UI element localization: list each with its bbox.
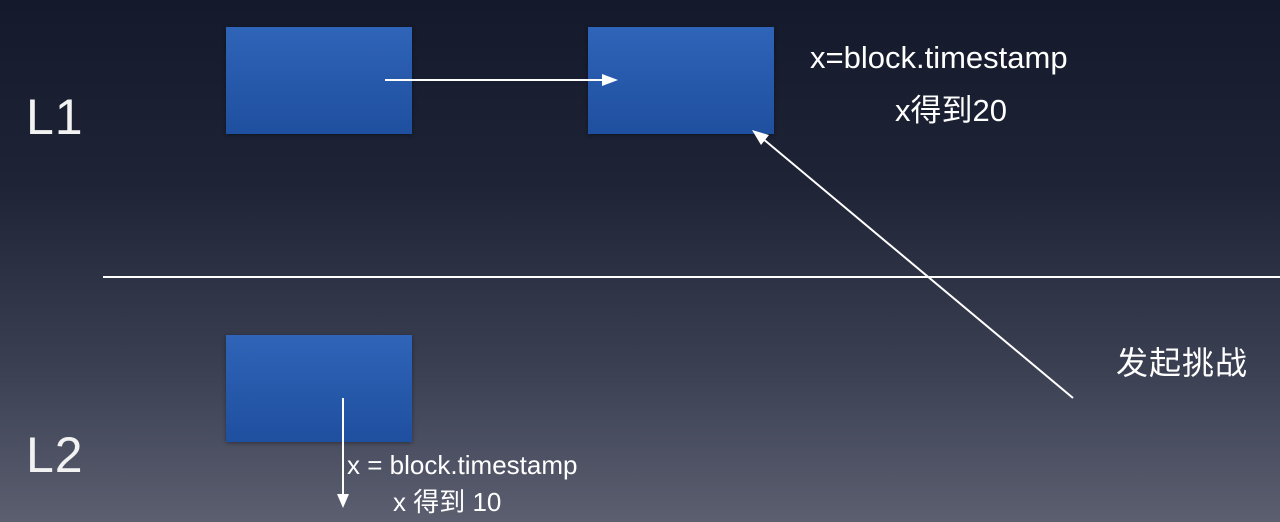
l1-timestamp-note: x=block.timestamp (810, 40, 1068, 75)
layer-label-l1: L1 (26, 89, 84, 145)
challenge-label: 发起挑战 (1116, 345, 1249, 381)
l2-result-note: x 得到 10 (393, 487, 502, 517)
l2-timestamp-note: x = block.timestamp (347, 450, 578, 480)
l1-chain-arrow (385, 74, 618, 86)
challenge-arrow (752, 130, 1074, 399)
l2-block (226, 335, 412, 442)
l1-block-current (588, 27, 774, 134)
layer-label-l2: L2 (26, 427, 84, 483)
l1-block-previous (226, 27, 412, 134)
l1-result-note: x得到20 (895, 93, 1007, 128)
